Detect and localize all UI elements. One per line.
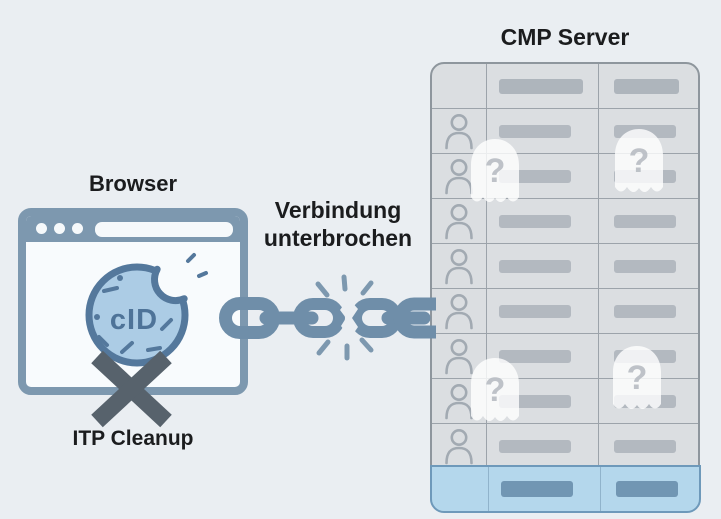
header-cell-empty xyxy=(432,64,487,108)
user-icon xyxy=(445,204,473,240)
window-control-dot xyxy=(54,223,65,234)
browser-window xyxy=(18,208,248,395)
row-data-bar xyxy=(614,304,676,318)
user-icon xyxy=(445,159,473,195)
server-user-row xyxy=(432,289,698,334)
row-data-bar xyxy=(499,394,571,408)
window-control-dot xyxy=(36,223,47,234)
server-user-row xyxy=(432,244,698,289)
user-icon xyxy=(445,294,473,330)
row-data-bar xyxy=(499,349,571,363)
header-data-bar xyxy=(499,78,583,94)
server-header-row xyxy=(432,64,698,109)
user-icon xyxy=(445,249,473,285)
row-data-bar xyxy=(614,439,676,453)
row-data-bar xyxy=(499,259,571,273)
server-user-rows xyxy=(432,109,698,469)
itp-cleanup-caption: ITP Cleanup xyxy=(72,427,194,450)
row-data-bar xyxy=(614,169,676,183)
cmp-server-table xyxy=(429,62,701,513)
window-control-dot xyxy=(72,223,83,234)
user-icon xyxy=(445,384,473,420)
footer-data-bar xyxy=(615,480,678,497)
user-icon xyxy=(445,429,473,465)
row-data-bar xyxy=(499,169,571,183)
address-bar xyxy=(95,221,233,237)
break-spark-icon xyxy=(315,274,374,361)
row-data-bar xyxy=(614,349,676,363)
server-user-row xyxy=(432,199,698,244)
server-title: CMP Server xyxy=(500,24,630,50)
server-user-row xyxy=(432,379,698,424)
server-user-row xyxy=(432,424,698,469)
server-user-row xyxy=(432,334,698,379)
row-data-bar xyxy=(499,124,571,138)
broken-chain-icon xyxy=(219,274,436,361)
row-data-bar xyxy=(499,439,571,453)
user-icon xyxy=(445,114,473,150)
row-data-bar xyxy=(499,214,571,228)
row-data-bar xyxy=(614,259,676,273)
connection-status-label: Verbindung unterbrochen xyxy=(263,197,413,251)
user-icon xyxy=(445,339,473,375)
row-data-bar xyxy=(499,304,571,318)
server-footer-row xyxy=(429,464,701,513)
row-data-bar xyxy=(614,394,676,408)
server-user-row xyxy=(432,109,698,154)
browser-titlebar xyxy=(26,216,240,242)
row-data-bar xyxy=(614,214,676,228)
row-data-bar xyxy=(614,124,676,138)
footer-data-bar xyxy=(500,480,573,497)
browser-title: Browser xyxy=(88,171,178,196)
server-user-row xyxy=(432,154,698,199)
header-data-bar xyxy=(614,78,679,94)
